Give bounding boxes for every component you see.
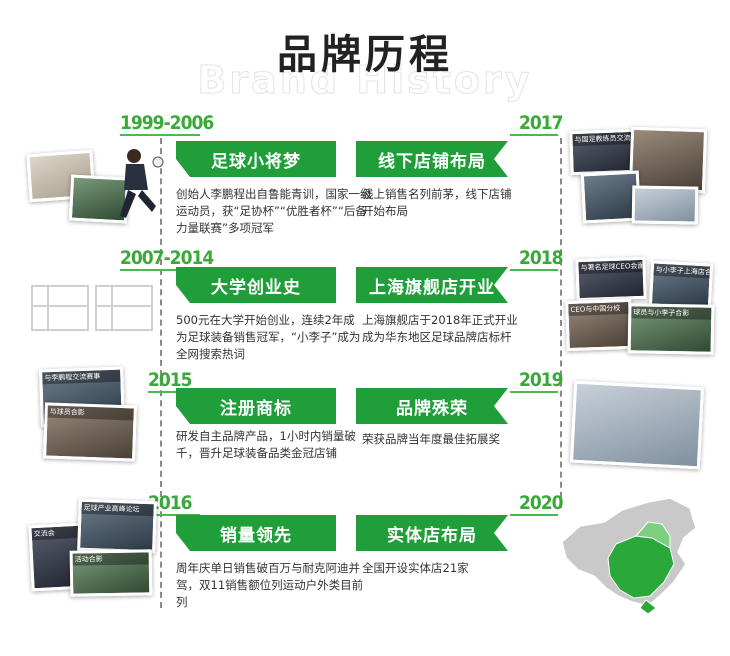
- photo-caption: 与李鹏程交流赛事: [42, 370, 124, 385]
- milestone-desc-2020: 全国开设实体店21家: [362, 560, 522, 577]
- flagship-photo-2018-d: 球员与小李子合影: [628, 303, 715, 354]
- photo-caption: 足球产业高峰论坛: [81, 502, 156, 517]
- timeline-right: [560, 138, 562, 508]
- year-2015: 2015: [148, 369, 192, 391]
- store-photo-2017-d: [632, 185, 699, 224]
- year-underline: [510, 269, 558, 271]
- milestone-desc-2016: 周年庆单日销售破百万与耐克阿迪并驾，双11销售额位列运动户外类目前列: [176, 560, 372, 611]
- year-underline: [120, 134, 200, 136]
- photo-caption: 交流会: [31, 526, 84, 541]
- flagship-photo-2018-a: 与著名足球CEO会面: [575, 257, 646, 301]
- milestone-banner-2016: 销量领先: [176, 515, 336, 551]
- milestone-desc-2007: 500元在大学开始创业，连续2年成为足球装备销售冠军，“小李子”成为全网搜索热词: [176, 312, 364, 363]
- milestone-banner-2019: 品牌殊荣: [356, 388, 508, 424]
- photo-caption: CEO与中国分校: [568, 302, 632, 316]
- milestone-desc-2018: 上海旗舰店于2018年正式开业成为华东地区足球品牌店标杆: [362, 312, 522, 346]
- award-photo-2019: [570, 381, 704, 470]
- milestone-banner-2018: 上海旗舰店开业: [356, 267, 508, 303]
- event-photo-2016-b: 足球产业高峰论坛: [77, 499, 157, 554]
- year-1999-2006: 1999-2006: [120, 112, 213, 134]
- year-underline: [510, 391, 558, 393]
- milestone-desc-2017: 线上销售名列前茅，线下店铺开始布局: [362, 186, 512, 220]
- flagship-photo-2018-b: 与小李子上海店合影: [649, 260, 713, 309]
- photo-caption: 活动合影: [73, 552, 153, 565]
- milestone-desc-1999: 创始人李鹏程出自鲁能青训，国家一级运动员，获“足协杯”“优胜者杯”“后备力量联赛…: [176, 186, 376, 237]
- year-2018: 2018: [519, 247, 563, 269]
- player-kicking-image: [108, 146, 164, 228]
- milestone-desc-2015: 研发自主品牌产品，1小时内销量破千，晋升足球装备品类金冠店铺: [176, 428, 364, 462]
- year-underline: [510, 514, 558, 516]
- year-underline: [510, 134, 558, 136]
- milestone-desc-2019: 荣获品牌当年度最佳拓展奖: [362, 431, 522, 448]
- milestone-banner-2020: 实体店布局: [356, 515, 508, 551]
- china-store-map: [552, 492, 702, 620]
- event-photo-2016-c: 活动合影: [70, 549, 153, 596]
- photo-caption: 与球员合影: [47, 406, 136, 421]
- milestone-banner-2007: 大学创业史: [176, 267, 336, 303]
- photo-caption: 与著名足球CEO会面: [578, 260, 646, 274]
- store-photo-2017-a: 与国足教练员交流训练: [569, 129, 638, 175]
- photo-caption: 与小李子上海店合影: [653, 264, 713, 279]
- team-photo-2015-b: 与球员合影: [43, 402, 137, 461]
- photo-caption: 球员与小李子合影: [631, 306, 714, 319]
- year-2017: 2017: [519, 112, 563, 134]
- year-2007-2014: 2007-2014: [120, 247, 213, 269]
- milestone-banner-1999: 足球小将梦: [176, 141, 336, 177]
- flagship-photo-2018-c: CEO与中国分校: [565, 299, 633, 351]
- photo-caption: 与国足教练员交流训练: [572, 132, 638, 146]
- milestone-banner-2017: 线下店铺布局: [356, 141, 508, 177]
- milestone-banner-2015: 注册商标: [176, 388, 336, 424]
- year-2019: 2019: [519, 369, 563, 391]
- page-title: 品牌历程: [0, 22, 730, 80]
- store-photo-2017-b: [629, 127, 707, 194]
- dormitory-bed-sketch: [28, 278, 156, 338]
